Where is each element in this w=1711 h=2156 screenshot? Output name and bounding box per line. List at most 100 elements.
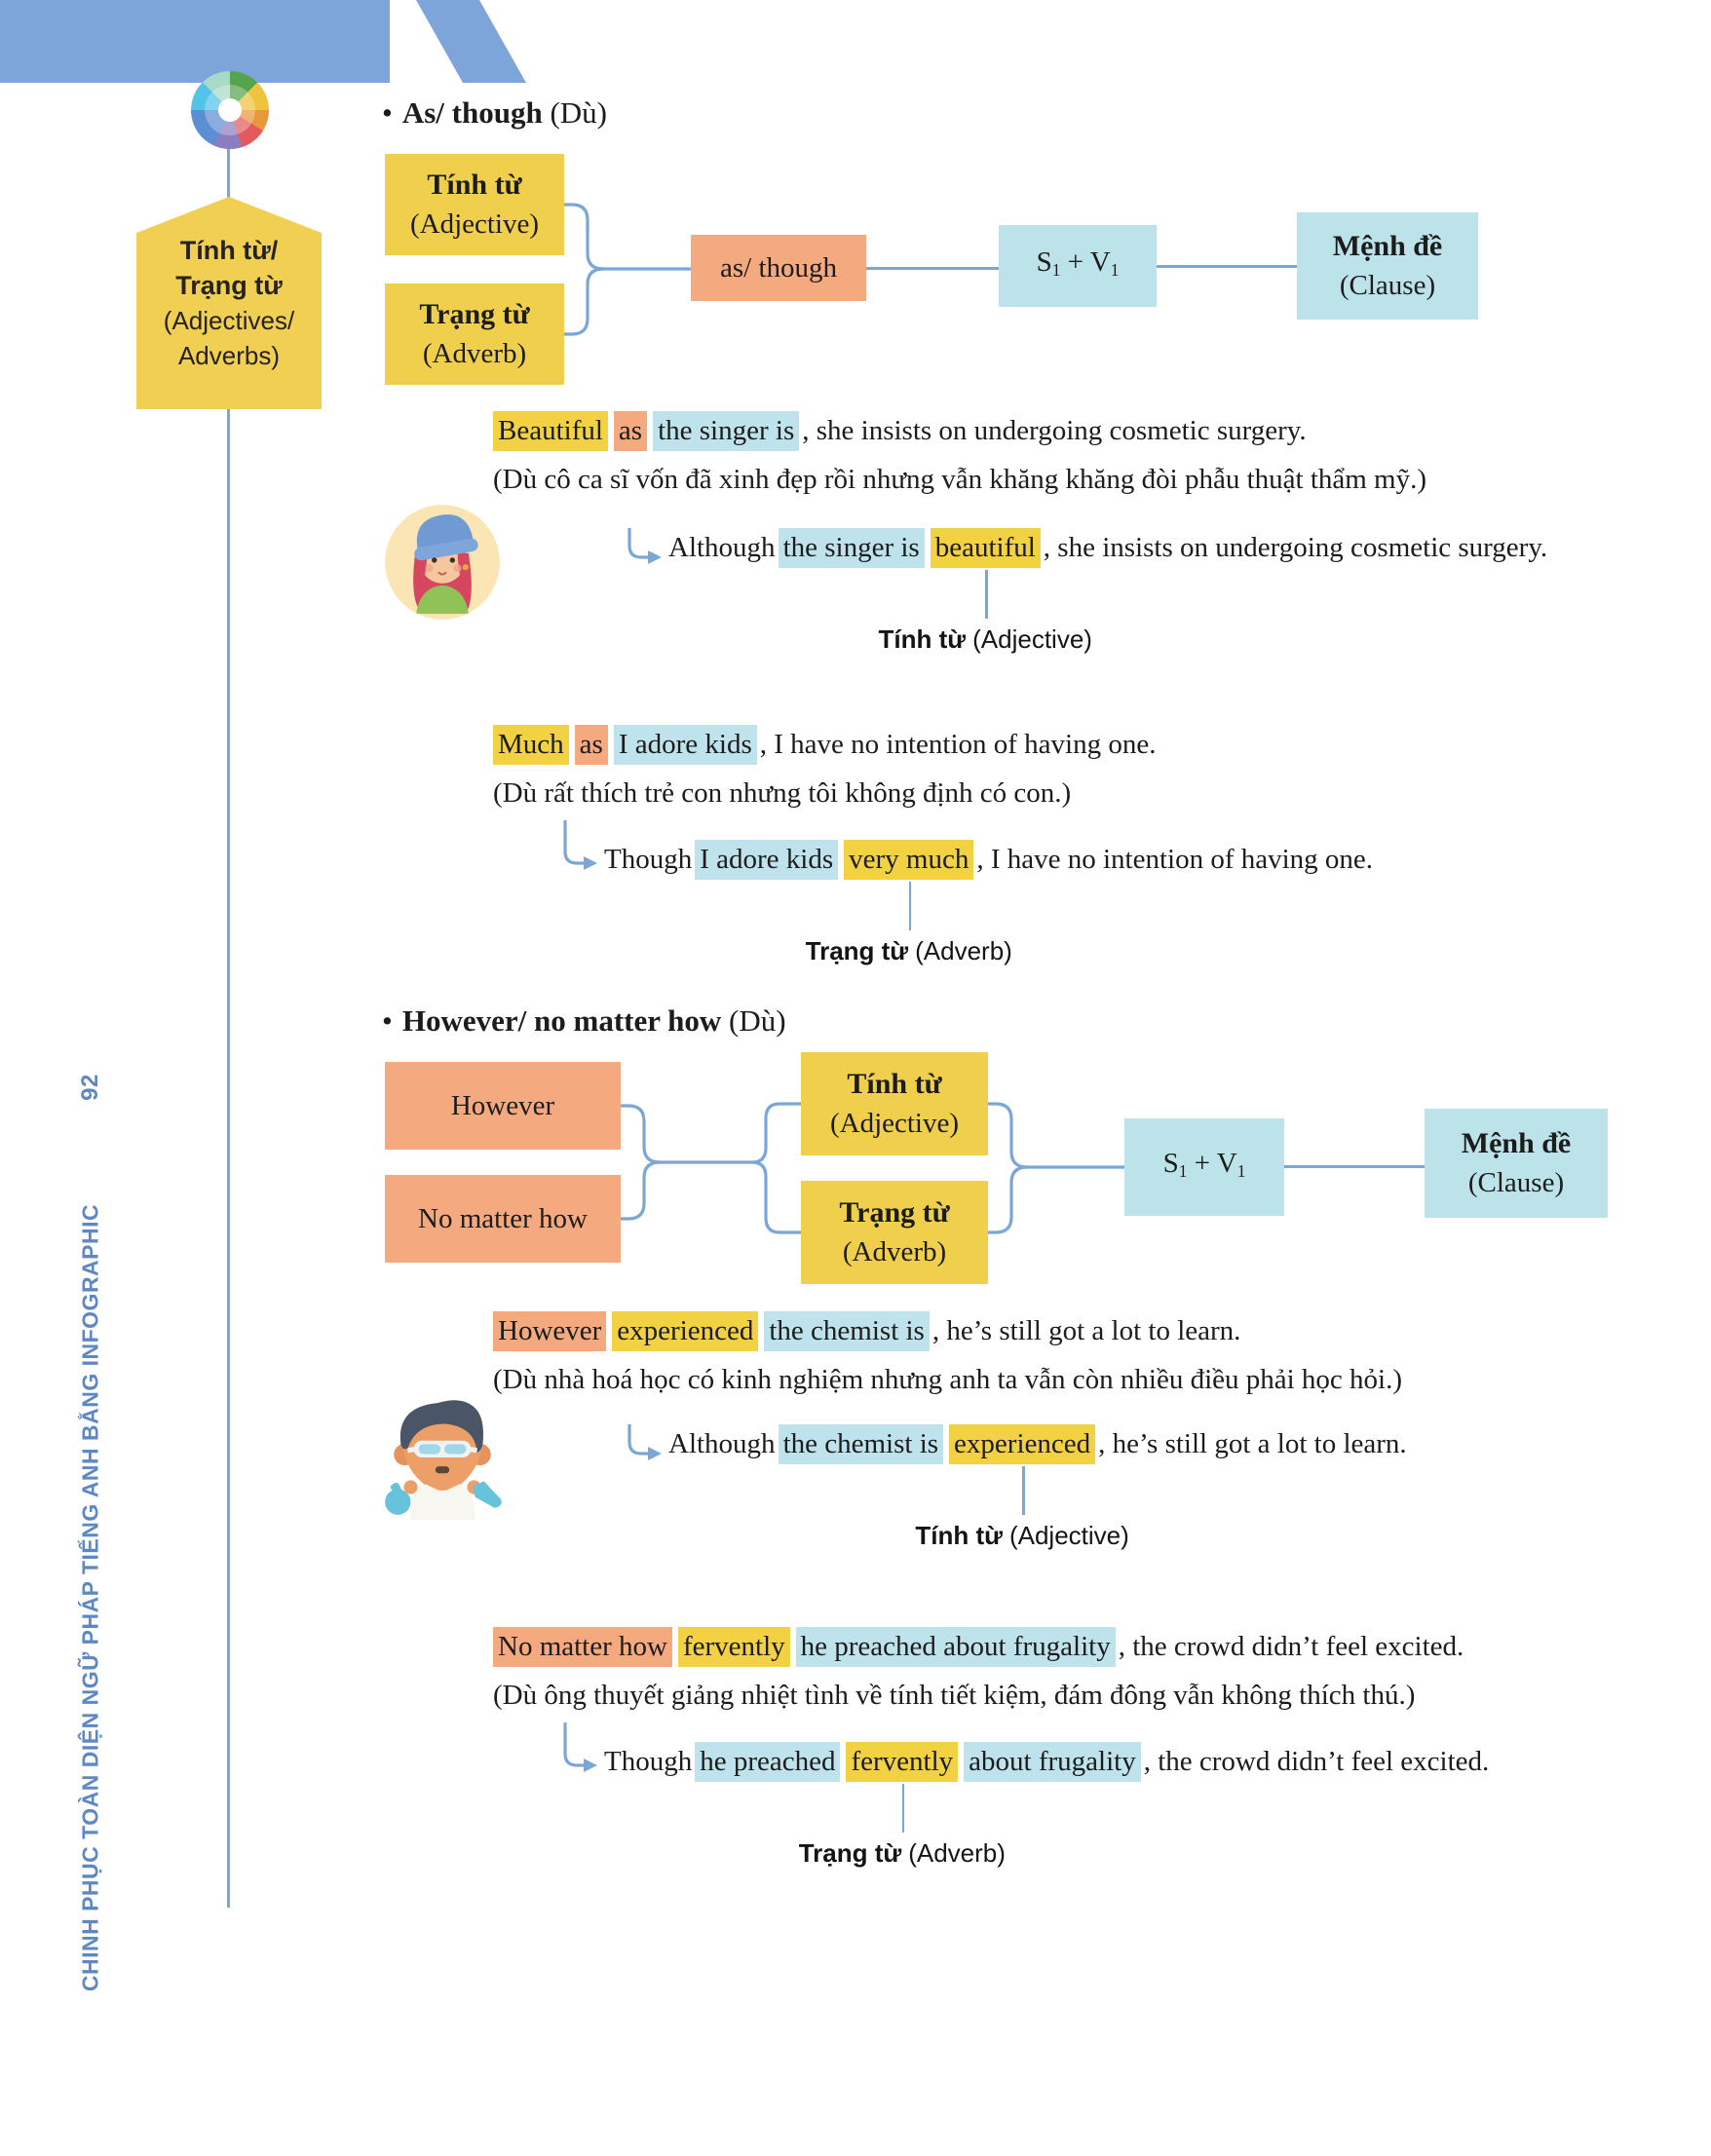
highlight-blue: the singer is bbox=[778, 528, 925, 568]
box-title: Trạng từ bbox=[419, 298, 530, 330]
book-title-vertical: CHINH PHỤC TOÀN DIỆN NGỮ PHÁP TIẾNG ANH … bbox=[77, 1203, 103, 1992]
diagram2-line bbox=[1284, 1165, 1425, 1168]
highlight-blue: I adore kids bbox=[613, 725, 757, 765]
rewrite-rest: , he’s still got a lot to learn. bbox=[1098, 1428, 1407, 1459]
diagram2-clause-box: Mệnh đề (Clause) bbox=[1425, 1109, 1608, 1218]
box-title: Mệnh đề bbox=[1461, 1127, 1572, 1159]
pointer-word: beautiful bbox=[934, 532, 1036, 563]
box-title: No matter how bbox=[418, 1203, 588, 1234]
highlight-blue: the singer is bbox=[653, 411, 800, 451]
chemist-avatar bbox=[378, 1391, 507, 1525]
diagram2-merge-bracket-right bbox=[988, 1102, 1124, 1234]
grammar-label: Trạng từ(Adverb) bbox=[805, 936, 1012, 965]
diagram2-split-bracket bbox=[752, 1102, 801, 1234]
diagram1-merge-bracket bbox=[564, 203, 691, 336]
bullet: • bbox=[382, 95, 393, 130]
diagram1-adverb-box: Trạng từ (Adverb) bbox=[385, 284, 564, 385]
diagram2-merge-bracket-left bbox=[621, 1104, 752, 1221]
example1-translation: (Dù cô ca sĩ vốn đã xinh đẹp rồi nhưng v… bbox=[493, 464, 1427, 495]
pointer-line bbox=[908, 882, 912, 930]
box-title: as/ though bbox=[719, 252, 838, 284]
highlight-yellow: Much bbox=[493, 725, 569, 765]
diagram2-adverb-box: Trạng từ (Adverb) bbox=[801, 1181, 988, 1284]
singer-avatar bbox=[382, 501, 503, 626]
highlight-orange: No matter how bbox=[493, 1627, 672, 1667]
box-title: Tính từ bbox=[427, 169, 522, 201]
rewrite-rest: , the crowd didn’t feel excited. bbox=[1143, 1746, 1490, 1777]
pointer-line bbox=[1022, 1466, 1025, 1515]
highlight-blue: I adore kids bbox=[695, 840, 839, 880]
diagram2-however-box: However bbox=[385, 1062, 621, 1150]
curved-arrow-icon bbox=[627, 528, 662, 564]
section-heading-however: •However/ no matter how (Dù) bbox=[382, 1003, 786, 1039]
pointer-word: very much bbox=[849, 844, 970, 875]
highlight-blue: about frugality bbox=[964, 1742, 1141, 1782]
box-subtitle: (Adverb) bbox=[842, 1236, 947, 1267]
topic-badge: Tính từ/ Trạng từ (Adjectives/ Adverbs) bbox=[136, 197, 322, 409]
timeline-line bbox=[227, 148, 230, 1908]
example3-translation: (Dù nhà hoá học có kinh nghiệm nhưng anh… bbox=[493, 1364, 1403, 1395]
diagram2-no-matter-how-box: No matter how bbox=[385, 1175, 621, 1263]
rewrite-pre: Though bbox=[604, 844, 693, 875]
rewrite-pre: Although bbox=[668, 1428, 776, 1459]
curved-arrow-icon bbox=[563, 1722, 597, 1772]
box-title: However bbox=[450, 1090, 555, 1121]
pointer-word: experienced bbox=[954, 1428, 1091, 1459]
diagram1-clause-box: Mệnh đề (Clause) bbox=[1297, 212, 1478, 320]
rewrite-pre: Though bbox=[604, 1746, 693, 1777]
grammar-label: Tính từ(Adjective) bbox=[878, 624, 1092, 654]
topic-line: (Adjectives/ bbox=[163, 306, 295, 335]
heading-rest: (Dù) bbox=[729, 1003, 786, 1038]
diagram2-adjective-box: Tính từ (Adjective) bbox=[801, 1052, 988, 1155]
rewrite-rest: , she insists on undergoing cosmetic sur… bbox=[1043, 532, 1548, 563]
color-wheel-hole bbox=[218, 98, 242, 122]
color-wheel-icon bbox=[191, 71, 269, 149]
highlight-blue: the chemist is bbox=[778, 1424, 944, 1464]
pointer-word: fervently bbox=[851, 1746, 954, 1777]
diagram1-line bbox=[1157, 265, 1297, 268]
box-subtitle: (Adverb) bbox=[422, 338, 527, 369]
heading-bold: However/ no matter how bbox=[401, 1003, 722, 1038]
highlight-orange: as bbox=[613, 411, 648, 451]
box-title: Mệnh đề bbox=[1332, 230, 1443, 262]
sentence-rest: , she insists on undergoing cosmetic sur… bbox=[802, 415, 1307, 446]
topic-line: Tính từ/ bbox=[179, 236, 279, 265]
example4-translation: (Dù ông thuyết giảng nhiệt tình về tính … bbox=[493, 1680, 1416, 1711]
highlight-blue: the chemist is bbox=[764, 1311, 930, 1351]
diagram1-connector-box: as/ though bbox=[691, 235, 866, 301]
box-subtitle: (Clause) bbox=[1467, 1167, 1565, 1198]
rewrite-rest: , I have no intention of having one. bbox=[976, 844, 1374, 875]
grammar-label: Tính từ(Adjective) bbox=[915, 1521, 1129, 1550]
page-number: 92 bbox=[77, 1074, 103, 1101]
highlight-blue: he preached about frugality bbox=[795, 1627, 1116, 1667]
diagram1-line bbox=[866, 267, 999, 270]
topic-line: Trạng từ bbox=[175, 271, 283, 300]
highlight-orange: However bbox=[493, 1311, 607, 1351]
highlight-orange: as bbox=[574, 725, 608, 765]
sv-formula: S1 + V1 bbox=[1036, 246, 1120, 281]
highlight-blue: he preached bbox=[695, 1742, 841, 1782]
highlight-yellow: experienced bbox=[612, 1311, 759, 1351]
bullet: • bbox=[382, 1003, 393, 1038]
section-heading-as-though: •As/ though (Dù) bbox=[382, 95, 607, 131]
box-title: Tính từ bbox=[847, 1068, 942, 1100]
box-subtitle: (Adjective) bbox=[829, 1108, 960, 1139]
heading-bold: As/ though bbox=[401, 95, 543, 130]
diagram1-sv-box: S1 + V1 bbox=[999, 225, 1157, 307]
sentence-rest: , the crowd didn’t feel excited. bbox=[1118, 1631, 1464, 1662]
pointer-line bbox=[985, 570, 988, 619]
box-subtitle: (Clause) bbox=[1339, 270, 1436, 301]
curved-arrow-icon bbox=[627, 1424, 662, 1460]
highlight-yellow: Beautiful bbox=[493, 411, 608, 451]
diagram1-adjective-box: Tính từ (Adjective) bbox=[385, 154, 564, 255]
